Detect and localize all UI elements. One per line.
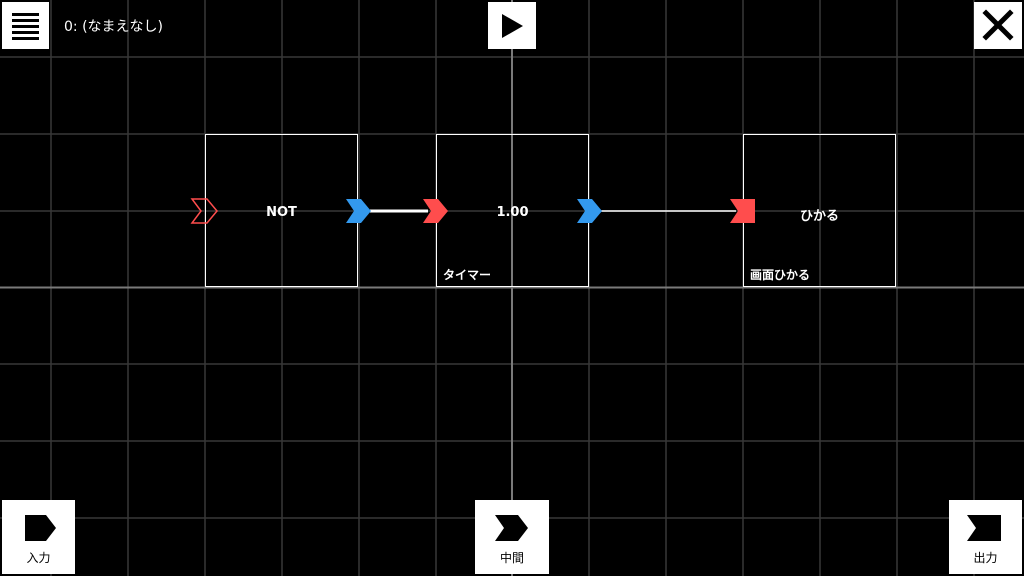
not-node[interactable]: NOT xyxy=(205,134,358,287)
close-icon xyxy=(982,9,1014,41)
play-button[interactable] xyxy=(488,2,536,49)
input-category-label: 入力 xyxy=(26,551,51,565)
middle-block-icon xyxy=(495,515,528,541)
output-category-label: 出力 xyxy=(973,551,998,565)
program-title: 0: (なまえなし) xyxy=(64,19,163,35)
play-icon xyxy=(502,14,523,38)
hamburger-menu-icon xyxy=(12,13,39,40)
close-button[interactable] xyxy=(974,2,1022,49)
input-block-icon xyxy=(25,515,56,541)
output-category-button[interactable]: 出力 xyxy=(949,500,1022,574)
node-type-label: 画面ひかる xyxy=(750,268,811,282)
middle-category-button[interactable]: 中間 xyxy=(475,500,549,574)
node-label: ひかる xyxy=(799,209,839,224)
middle-category-label: 中間 xyxy=(499,551,524,565)
output-block-icon xyxy=(967,515,1001,541)
node-label: NOT xyxy=(266,205,297,220)
node-value: 1.00 xyxy=(496,205,529,220)
node-type-label: タイマー xyxy=(443,268,492,282)
menu-button[interactable] xyxy=(2,2,49,49)
screen-flash-node[interactable]: ひかる 画面ひかる xyxy=(743,134,896,287)
input-category-button[interactable]: 入力 xyxy=(2,500,75,574)
timer-node[interactable]: 1.00 タイマー xyxy=(436,134,589,287)
